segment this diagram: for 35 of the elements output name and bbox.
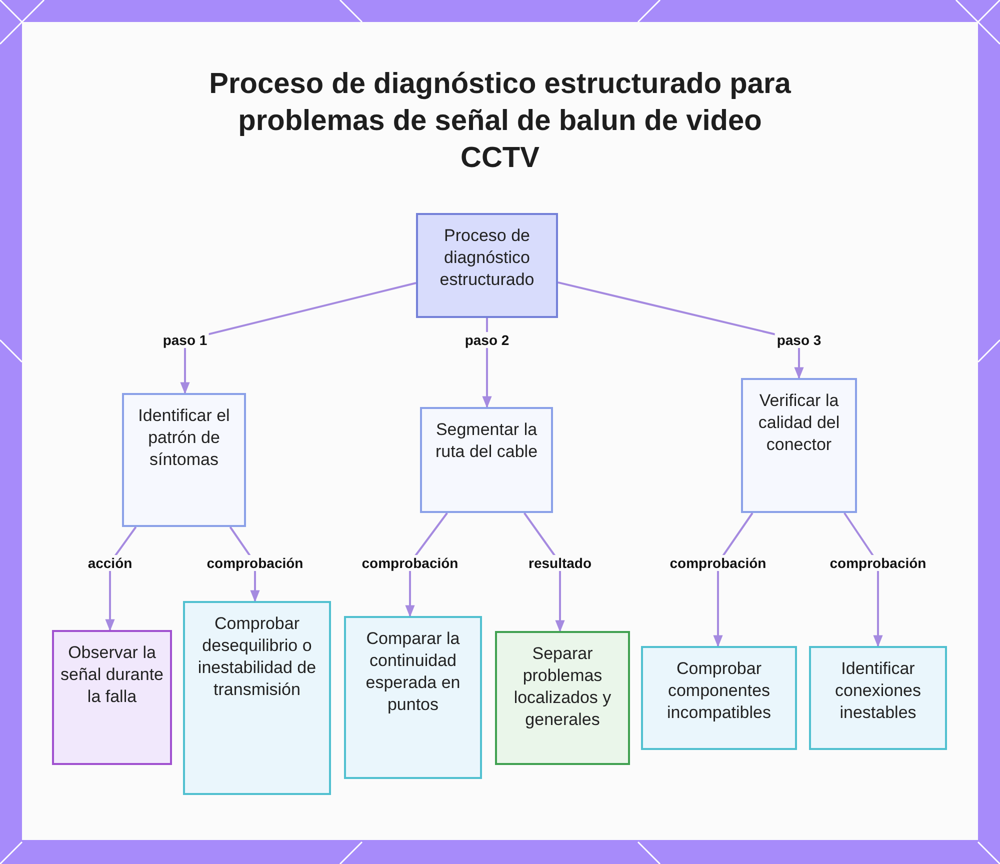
edge-label: comprobación [828,555,928,571]
diagram-title: Proceso de diagnóstico estructurado para problemas de señal de balun de video CCTV [208,67,792,176]
arrow [558,281,804,380]
process-box [495,631,630,765]
process-box [741,378,857,513]
process-box [344,616,482,779]
arrow [524,512,565,632]
process-box [122,393,246,527]
node-text: Segmentar la ruta del cable [434,419,539,463]
edge-label: comprobación [360,555,460,571]
node-text: Identificar conexiones inestables [834,658,922,724]
edge-label: resultado [526,555,594,571]
process-box [809,646,947,750]
process-box [416,213,558,318]
edge-label: comprobación [668,555,768,571]
process-box [183,601,331,795]
edge-label: paso 2 [462,332,512,348]
node-text: Comprobar componentes incompatibles [666,658,772,724]
arrow [844,512,883,648]
node-text: Comparar la continuidad esperada en puntos [364,628,462,716]
edge-label: paso 1 [160,332,210,348]
process-box [52,630,172,765]
node-text: Comprobar desequilibrio o inestabilidad de transmisión [196,613,318,701]
process-box [641,646,797,750]
arrow [180,282,416,394]
node-text: Separar problemas localizados y generales [512,643,612,731]
process-box [420,407,553,513]
edge-label: acción [86,555,134,571]
node-text: Verificar la calidad del conector [757,390,841,456]
edge-label: paso 3 [774,332,824,348]
node-text: Proceso de diagnóstico estructurado [438,225,536,291]
node-text: Identificar el patrón de síntomas [137,405,231,471]
edge-label: comprobación [204,555,306,571]
node-text: Observar la señal durante la falla [60,642,164,708]
arrow [713,512,754,648]
